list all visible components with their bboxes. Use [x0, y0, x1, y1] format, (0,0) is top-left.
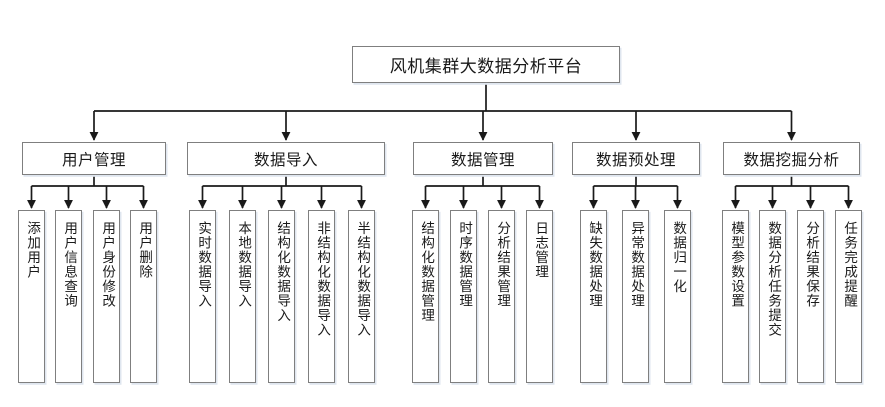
branch-node-4: 数据挖掘分析 — [723, 142, 860, 175]
branch-node-0: 用户管理 — [22, 142, 166, 175]
leaf-node-2-0: 结构化数据管理 — [412, 210, 439, 383]
leaf-node-1-0: 实时数据导入 — [189, 210, 216, 383]
leaf-label: 结构化数据导入 — [274, 221, 291, 323]
leaf-label: 数据分析任务提交 — [765, 221, 782, 337]
leaf-label: 日志管理 — [532, 221, 549, 279]
leaf-label: 实时数据导入 — [195, 221, 212, 308]
leaf-label: 半结构化数据导入 — [354, 221, 371, 337]
leaf-label: 模型参数设置 — [728, 221, 745, 308]
branch-node-1: 数据导入 — [187, 142, 385, 175]
leaf-node-1-3: 非结构化数据导入 — [308, 210, 335, 383]
leaf-node-2-3: 日志管理 — [526, 210, 553, 383]
root-node: 风机集群大数据分析平台 — [352, 46, 620, 83]
leaf-node-4-0: 模型参数设置 — [722, 210, 749, 383]
branch-node-2: 数据管理 — [413, 142, 553, 175]
leaf-node-0-2: 用户身份修改 — [93, 210, 120, 383]
leaf-label: 缺失数据处理 — [586, 221, 603, 308]
branch-node-3: 数据预处理 — [572, 142, 700, 175]
leaf-node-3-1: 异常数据处理 — [622, 210, 649, 383]
leaf-node-4-2: 分析结果保存 — [797, 210, 824, 383]
leaf-label: 数据归一化 — [670, 221, 687, 294]
leaf-node-2-1: 时序数据管理 — [450, 210, 477, 383]
leaf-label: 任务完成提醒 — [841, 221, 858, 308]
branch-label: 数据导入 — [253, 150, 318, 169]
branch-label: 数据挖掘分析 — [743, 150, 840, 169]
leaf-label: 异常数据处理 — [628, 221, 645, 308]
leaf-node-0-3: 用户删除 — [130, 210, 157, 383]
leaf-label: 时序数据管理 — [456, 221, 473, 308]
leaf-label: 添加用户 — [24, 221, 41, 279]
branch-label: 用户管理 — [61, 150, 126, 169]
root-label: 风机集群大数据分析平台 — [389, 57, 583, 77]
leaf-label: 用户删除 — [136, 221, 153, 279]
leaf-node-2-2: 分析结果管理 — [488, 210, 515, 383]
leaf-label: 非结构化数据导入 — [314, 221, 331, 337]
leaf-node-4-3: 任务完成提醒 — [835, 210, 862, 383]
leaf-label: 用户身份修改 — [99, 221, 116, 308]
leaf-node-0-1: 用户信息查询 — [55, 210, 82, 383]
leaf-label: 本地数据导入 — [235, 221, 252, 308]
leaf-label: 分析结果管理 — [494, 221, 511, 308]
leaf-node-0-0: 添加用户 — [18, 210, 45, 383]
leaf-node-3-2: 数据归一化 — [664, 210, 691, 383]
leaf-node-4-1: 数据分析任务提交 — [759, 210, 786, 383]
leaf-node-3-0: 缺失数据处理 — [580, 210, 607, 383]
leaf-label: 用户信息查询 — [61, 221, 78, 308]
leaf-node-1-4: 半结构化数据导入 — [348, 210, 375, 383]
leaf-node-1-1: 本地数据导入 — [229, 210, 256, 383]
leaf-node-1-2: 结构化数据导入 — [268, 210, 295, 383]
leaf-label: 分析结果保存 — [803, 221, 820, 308]
branch-label: 数据预处理 — [595, 150, 676, 169]
branch-label: 数据管理 — [450, 150, 515, 169]
leaf-label: 结构化数据管理 — [418, 221, 435, 323]
